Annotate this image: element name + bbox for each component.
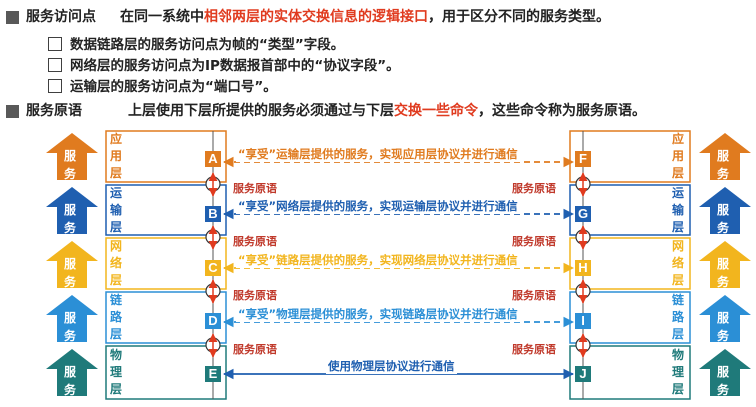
service-arrow-left-3	[46, 241, 98, 288]
checkbox-icon	[48, 37, 62, 51]
sap-desc-prefix: 在同一系统中	[120, 9, 204, 25]
peer-text-physical: 使用物理层协议进行通信	[326, 358, 457, 374]
service-text-right-2: 服务	[717, 203, 730, 235]
sap-right-3	[575, 279, 591, 304]
bullet-square-icon	[6, 105, 19, 118]
entity-label-E: E	[205, 366, 221, 382]
checkbox-icon	[48, 79, 62, 93]
primitive-label-right-4: 服务原语	[512, 343, 556, 356]
layer-name-right-network: 网络层	[672, 239, 685, 287]
layer-name-left-link: 链路层	[110, 293, 123, 341]
prim-title: 服务原语	[26, 103, 82, 119]
service-text-left-4: 服务	[64, 311, 77, 343]
bullet-square-icon	[6, 11, 19, 24]
prim-desc-suffix: ，这些命令称为服务原语。	[478, 103, 646, 119]
layer-name-right-application: 应用层	[672, 132, 685, 180]
layer-name-right-transport: 运输层	[672, 186, 685, 234]
primitive-label-left-2: 服务原语	[233, 235, 277, 248]
sap-item-2: 网络层的服务访问点为IP数据报首部中的“协议字段”。	[70, 58, 400, 74]
service-text-left-5: 服务	[64, 365, 77, 397]
primitive-label-right-3: 服务原语	[512, 289, 556, 302]
prim-line: 服务原语 上层使用下层所提供的服务必须通过与下层交换一些命令，这些命令称为服务原语…	[26, 100, 646, 120]
service-text-right-4: 服务	[717, 311, 730, 343]
entity-label-I: I	[575, 313, 591, 329]
peer-text-application: “享受”运输层提供的服务，实现应用层协议并进行通信	[236, 146, 520, 162]
layer-name-left-physical: 物理层	[110, 348, 123, 396]
primitive-label-left-4: 服务原语	[233, 343, 277, 356]
entity-label-A: A	[205, 151, 221, 167]
sap-left-1	[205, 172, 221, 197]
sap-desc-suffix: ，用于区分不同的服务类型。	[428, 9, 610, 25]
sap-left-3	[205, 279, 221, 304]
entity-label-F: F	[575, 151, 591, 167]
service-arrow-right-4	[699, 295, 751, 342]
entity-label-J: J	[575, 366, 591, 382]
entity-label-H: H	[575, 260, 591, 276]
sap-left-2	[205, 225, 221, 250]
layer-name-left-transport: 运输层	[110, 186, 123, 234]
sap-item-3: 运输层的服务访问点为“端口号”。	[70, 79, 277, 95]
peer-text-transport: “享受”网络层提供的服务，实现运输层协议并进行通信	[236, 198, 520, 214]
primitive-label-left-3: 服务原语	[233, 289, 277, 302]
primitive-label-right-2: 服务原语	[512, 235, 556, 248]
service-arrow-right-3	[699, 241, 751, 288]
service-arrow-left-5	[46, 349, 98, 396]
prim-desc-highlight: 交换一些命令	[394, 103, 478, 119]
layer-name-left-network: 网络层	[110, 239, 123, 287]
service-arrow-right-1	[699, 133, 751, 180]
entity-label-D: D	[205, 313, 221, 329]
service-text-left-2: 服务	[64, 203, 77, 235]
sap-right-2	[575, 225, 591, 250]
entity-label-C: C	[205, 260, 221, 276]
service-arrow-left-4	[46, 295, 98, 342]
peer-text-network: “享受”链路层提供的服务，实现网络层协议并进行通信	[236, 252, 520, 268]
service-arrow-right-2	[699, 187, 751, 234]
sap-right-1	[575, 172, 591, 197]
checkbox-icon	[48, 58, 62, 72]
sap-line: 服务访问点 在同一系统中相邻两层的实体交换信息的逻辑接口，用于区分不同的服务类型。	[26, 6, 610, 26]
service-text-left-3: 服务	[64, 257, 77, 289]
service-arrow-right-5	[699, 349, 751, 396]
layer-name-left-application: 应用层	[110, 132, 123, 180]
service-arrow-left-1	[46, 133, 98, 180]
primitive-label-right-1: 服务原语	[512, 182, 556, 195]
service-text-right-1: 服务	[717, 149, 730, 181]
sap-left-4	[205, 333, 221, 358]
service-text-right-3: 服务	[717, 257, 730, 289]
entity-label-G: G	[575, 206, 591, 222]
primitive-label-left-1: 服务原语	[233, 182, 277, 195]
layer-name-right-link: 链路层	[672, 293, 685, 341]
peer-text-link: “享受”物理层提供的服务，实现链路层协议并进行通信	[236, 306, 520, 322]
sap-desc-highlight: 相邻两层的实体交换信息的逻辑接口	[204, 9, 428, 25]
service-arrow-left-2	[46, 187, 98, 234]
entity-label-B: B	[205, 206, 221, 222]
sap-right-4	[575, 333, 591, 358]
layer-name-right-physical: 物理层	[672, 348, 685, 396]
service-text-right-5: 服务	[717, 365, 730, 397]
sap-item-1: 数据链路层的服务访问点为帧的“类型”字段。	[70, 37, 345, 53]
sap-title: 服务访问点	[26, 9, 96, 25]
prim-desc-prefix: 上层使用下层所提供的服务必须通过与下层	[128, 103, 394, 119]
service-text-left-1: 服务	[64, 149, 77, 181]
